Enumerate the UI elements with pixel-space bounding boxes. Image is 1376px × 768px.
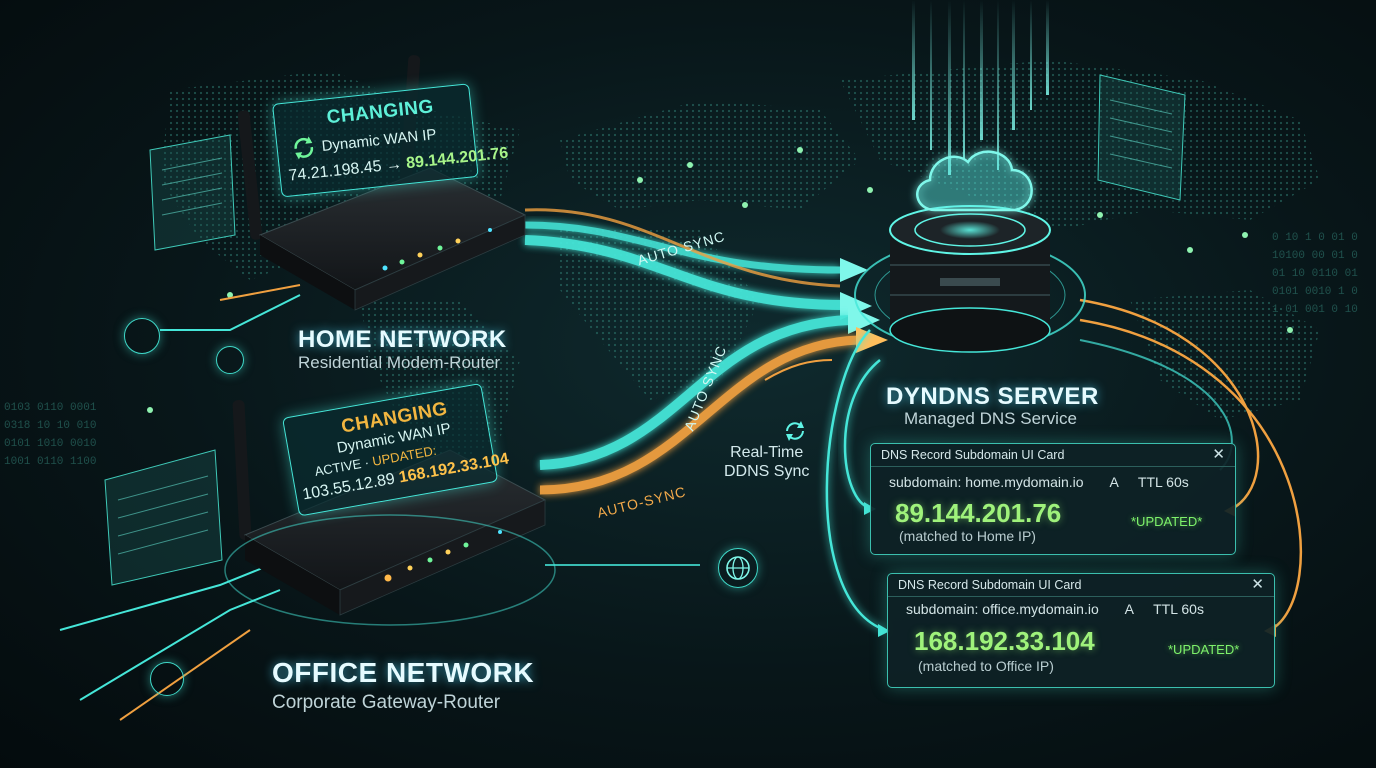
realtime-line2: DDNS Sync <box>724 463 810 480</box>
globe-icon-glyph <box>726 556 750 580</box>
record-ip: 89.144.201.76 <box>895 498 1062 528</box>
home-old-ip: 74.21.198.45 <box>287 157 383 185</box>
home-bubble-title: CHANGING <box>325 96 435 129</box>
subdomain-label: subdomain: <box>906 601 979 617</box>
ttl-value: TTL 60s <box>1153 601 1204 617</box>
office-network-subtitle: Corporate Gateway-Router <box>272 692 501 713</box>
record-type: A <box>1109 474 1119 490</box>
home-ip-change-bubble: CHANGING Dynamic WAN IP 74.21.198.45 → 8… <box>272 83 509 198</box>
office-flow-orange <box>539 335 859 495</box>
home-router <box>237 55 527 311</box>
office-network-title: OFFICE NETWORK <box>272 657 535 688</box>
server-title: DYNDNS SERVER <box>886 383 1099 410</box>
svg-text:0103 0110 0001: 0103 0110 0001 <box>4 402 97 414</box>
realtime-swoosh <box>764 359 833 381</box>
arrow-right-icon: → <box>385 155 408 175</box>
floating-panel-decor <box>104 74 1186 586</box>
svg-text:0 10 1 0 01 0: 0 10 1 0 01 0 <box>1272 232 1358 244</box>
record-note: (matched to Office IP) <box>918 658 1054 674</box>
home-flow-cyan-lower <box>524 235 846 310</box>
record-ip: 168.192.33.104 <box>914 626 1095 656</box>
svg-text:0101 1010 0010: 0101 1010 0010 <box>4 438 96 450</box>
card-divider <box>888 596 1274 597</box>
server-subtitle: Managed DNS Service <box>904 409 1077 428</box>
subdomain-value: office.mydomain.io <box>982 601 1099 617</box>
office-arrowhead-orange <box>856 327 888 353</box>
updated-badge: *UPDATED* <box>1131 514 1203 529</box>
server-to-card2-right <box>1079 318 1302 632</box>
close-icon[interactable]: ✕ <box>1251 576 1264 593</box>
globe-icon <box>718 548 758 588</box>
server-to-card1-left <box>843 359 881 510</box>
svg-text:01 10 0110 01: 01 10 0110 01 <box>1272 268 1358 280</box>
updated-badge: *UPDATED* <box>1168 642 1240 657</box>
node-icon <box>216 346 244 374</box>
card-record-row: subdomain: home.mydomain.io A TTL 60s <box>889 474 1189 490</box>
home-bubble-subtitle: Dynamic WAN IP <box>320 126 438 155</box>
card-header: DNS Record Subdomain UI Card <box>881 448 1065 462</box>
map-nodes <box>147 147 1293 413</box>
dns-record-card-office: DNS Record Subdomain UI Card ✕ subdomain… <box>887 573 1275 688</box>
left-input-lines <box>59 284 301 721</box>
home-flow-orange <box>524 208 841 288</box>
subdomain-label: subdomain: <box>889 474 962 490</box>
binary-text-decor: 0103 0110 0001 0318 10 10 010 0101 1010 … <box>4 232 1358 468</box>
dns-record-card-home: DNS Record Subdomain UI Card ✕ subdomain… <box>870 443 1236 555</box>
record-note: (matched to Home IP) <box>899 528 1036 544</box>
server-to-card2-left <box>825 329 886 632</box>
card-header: DNS Record Subdomain UI Card <box>898 578 1082 592</box>
record-type: A <box>1124 601 1134 617</box>
svg-text:1001 0110 1100: 1001 0110 1100 <box>4 456 96 468</box>
card2-left-arrowhead <box>878 624 890 637</box>
refresh-icon <box>294 136 314 160</box>
realtime-line1: Real-Time <box>730 444 804 461</box>
svg-text:1 01 001 0 10: 1 01 001 0 10 <box>1272 304 1358 316</box>
card-record-row: subdomain: office.mydomain.io A TTL 60s <box>906 601 1204 617</box>
close-icon[interactable]: ✕ <box>1212 446 1225 463</box>
home-network-title: HOME NETWORK <box>298 326 507 353</box>
home-network-subtitle: Residential Modem-Router <box>298 353 501 372</box>
home-flow-cyan-upper <box>524 221 841 274</box>
home-arrowhead <box>840 258 868 282</box>
sync-icon <box>786 421 804 441</box>
svg-text:10100 00 01 0: 10100 00 01 0 <box>1272 250 1358 262</box>
realtime-sync-label: Real-Time DDNS Sync <box>724 443 809 481</box>
device-icon <box>124 318 160 354</box>
card-divider <box>871 466 1235 467</box>
data-rain <box>912 0 1049 175</box>
dyndns-server <box>854 205 1086 353</box>
office-flow-cyan <box>539 315 851 470</box>
svg-text:0318 10 10 010: 0318 10 10 010 <box>4 420 96 432</box>
cloud-icon <box>916 150 1033 212</box>
svg-text:0101 0010 1 0: 0101 0010 1 0 <box>1272 286 1358 298</box>
ttl-value: TTL 60s <box>1137 474 1189 490</box>
office-status-active: ACTIVE <box>313 456 363 480</box>
device-icon-office <box>150 662 184 696</box>
subdomain-value: home.mydomain.io <box>965 474 1084 490</box>
